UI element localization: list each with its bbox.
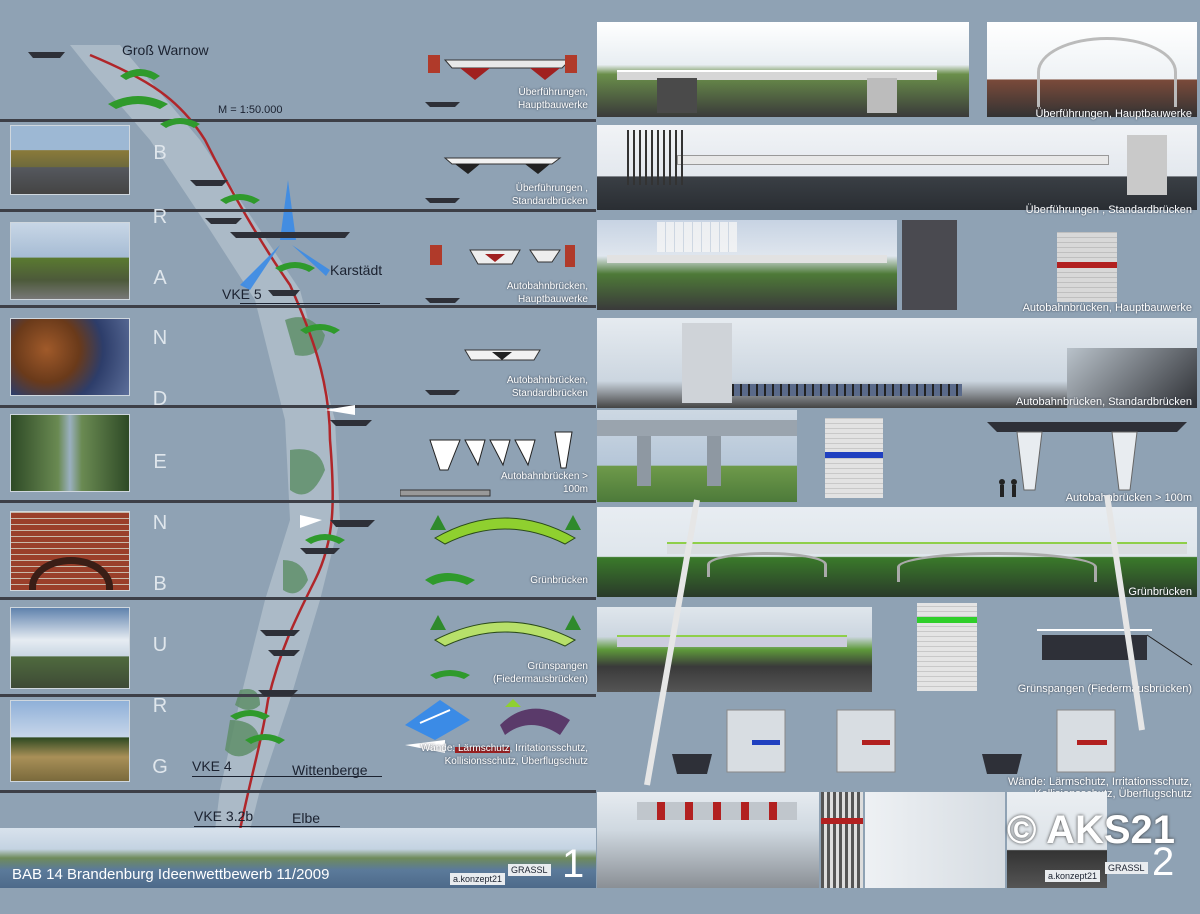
wind-turbine-icon <box>644 494 1145 786</box>
render-label: Autobahnbrücken > 100m <box>1065 492 1192 504</box>
category-label: Autobahnbrücken, Standardbrücken <box>506 375 588 399</box>
category-label: Autobahnbrücken > 100m <box>500 471 588 495</box>
green-span-detail-icon <box>1037 629 1193 666</box>
route-letter: N <box>152 512 168 534</box>
photo-avenue <box>10 414 130 492</box>
green-bridge-icon <box>108 69 345 744</box>
route-letter: N <box>152 327 168 349</box>
render-label: Grünspangen (Fiedermausbrücken) <box>1017 683 1192 695</box>
photo-brick-arch <box>10 511 130 591</box>
render-label: Autobahnbrücken, Standardbrücken <box>1015 396 1192 408</box>
logo-grassl: GRASSL <box>508 864 551 876</box>
render-motorway-bridge-main <box>597 220 897 310</box>
route-letter: R <box>152 206 168 228</box>
route-letter: U <box>152 634 168 656</box>
render-wall-stripes <box>821 792 863 888</box>
route-letter: D <box>152 388 168 410</box>
route-letter: B <box>153 573 167 595</box>
band-line <box>0 790 596 793</box>
place-elbe: Elbe <box>292 810 321 826</box>
category-icons <box>400 55 581 679</box>
band-line <box>0 119 596 122</box>
green-bridge-icon <box>425 515 581 585</box>
bridge-section-icon <box>425 55 577 107</box>
photo-cloudy-road <box>10 607 130 689</box>
render-wall-perspective <box>597 792 819 888</box>
photo-road-trees <box>10 125 130 195</box>
render-label: Überführungen, Hauptbauwerke <box>1035 108 1192 120</box>
copyright: © AKS21 <box>1007 808 1176 852</box>
vke-5-label: VKE 5 <box>222 286 262 302</box>
render-label: Überführungen , Standardbrücken <box>1025 204 1192 216</box>
photo-fields <box>10 700 130 782</box>
category-label: Wände: Lärmschutz, Irritationsschutz, Ko… <box>420 743 588 767</box>
band-line <box>0 405 596 408</box>
place-gross-warnow: Groß Warnow <box>122 42 209 58</box>
category-label: Autobahnbrücken, Hauptbauwerke <box>506 281 588 305</box>
route-letter: G <box>152 756 168 778</box>
route-letter: E <box>153 451 167 473</box>
route-letter: A <box>153 267 167 289</box>
photo-autobahn-field <box>10 222 130 300</box>
place-wittenberge: Wittenberge <box>292 762 368 778</box>
band-line <box>0 597 596 600</box>
render-green-span <box>597 607 872 692</box>
render-motorway-bridge-standard <box>597 318 1197 408</box>
render-long-viaduct <box>597 410 797 502</box>
logo-grassl: GRASSL <box>1105 862 1148 874</box>
route-line <box>89 53 335 831</box>
vke-32b-line <box>194 826 340 827</box>
category-label: Überführungen , Standardbrücken <box>511 183 588 207</box>
logo-konzept21: a.konzept21 <box>450 873 506 885</box>
route-letter: B <box>153 142 167 164</box>
photo-autumn-tree <box>10 318 130 396</box>
wall-section-icon <box>405 699 570 753</box>
wall-section-icon <box>672 709 1116 774</box>
render-overpass-standard <box>597 125 1197 210</box>
render-wall-panel-green <box>917 603 977 691</box>
page-number: 1 <box>562 842 585 886</box>
viaduct-section-icon <box>987 422 1187 497</box>
scale-label: M = 1:50.000 <box>218 104 283 116</box>
sheet-2: Überführungen, Hauptbauwerke Überführung… <box>597 0 1200 914</box>
footer-title: BAB 14 Brandenburg Ideenwettbewerb 11/20… <box>12 866 330 883</box>
page-number: 2 <box>1152 840 1175 884</box>
category-label: Grünspangen (Fiedermausbrücken) <box>492 661 588 685</box>
render-overpass-main <box>597 22 969 117</box>
band-line <box>0 209 596 212</box>
band-line <box>0 694 596 697</box>
render-arch-bridge <box>987 22 1197 117</box>
render-wall-brick <box>902 220 957 310</box>
category-label: Grünbrücken <box>530 575 588 586</box>
band-line <box>0 500 596 503</box>
logo-konzept21: a.konzept21 <box>1045 870 1101 882</box>
route-letter: R <box>152 695 168 717</box>
render-label: Grünbrücken <box>1128 586 1192 598</box>
render-wall-sketch <box>865 792 1005 888</box>
bridge-symbols <box>28 52 375 744</box>
render-label: Autobahnbrücken, Hauptbauwerke <box>1022 302 1192 314</box>
band-line <box>0 305 596 308</box>
render-green-bridge <box>597 507 1197 597</box>
vke-32b-label: VKE 3.2b <box>194 808 254 824</box>
vke-5-line <box>240 303 380 304</box>
sheet-1: B R A N D E N B U R G Groß Warnow M = 1:… <box>0 0 596 914</box>
render-wall-panel-red <box>1057 232 1117 302</box>
vke-4-label: VKE 4 <box>192 758 232 774</box>
vke-4-line <box>192 776 382 777</box>
category-label: Überführungen, Hauptbauwerke <box>517 87 588 111</box>
render-wall-panel-blue <box>825 418 883 498</box>
place-karstaedt: Karstädt <box>330 262 383 278</box>
